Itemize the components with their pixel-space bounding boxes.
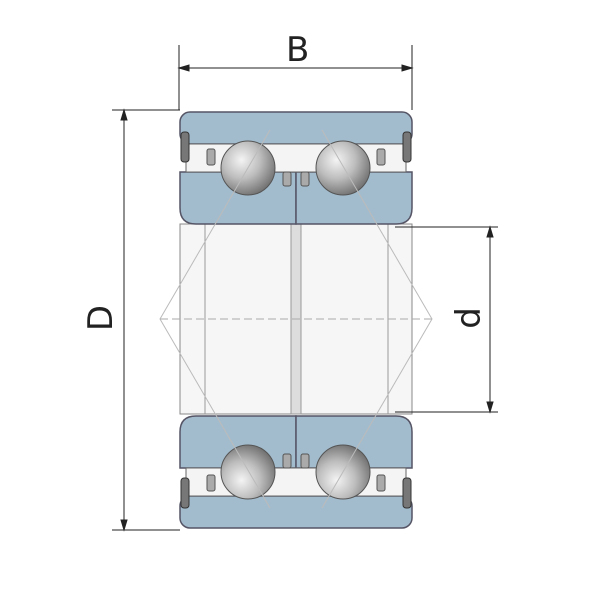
label-B: B xyxy=(286,30,310,70)
upper-bearing-section xyxy=(179,111,413,225)
label-D: D xyxy=(81,304,122,332)
label-d: d xyxy=(448,307,489,329)
contact-angle-lines xyxy=(159,129,433,509)
lower-bearing-section xyxy=(179,415,413,529)
